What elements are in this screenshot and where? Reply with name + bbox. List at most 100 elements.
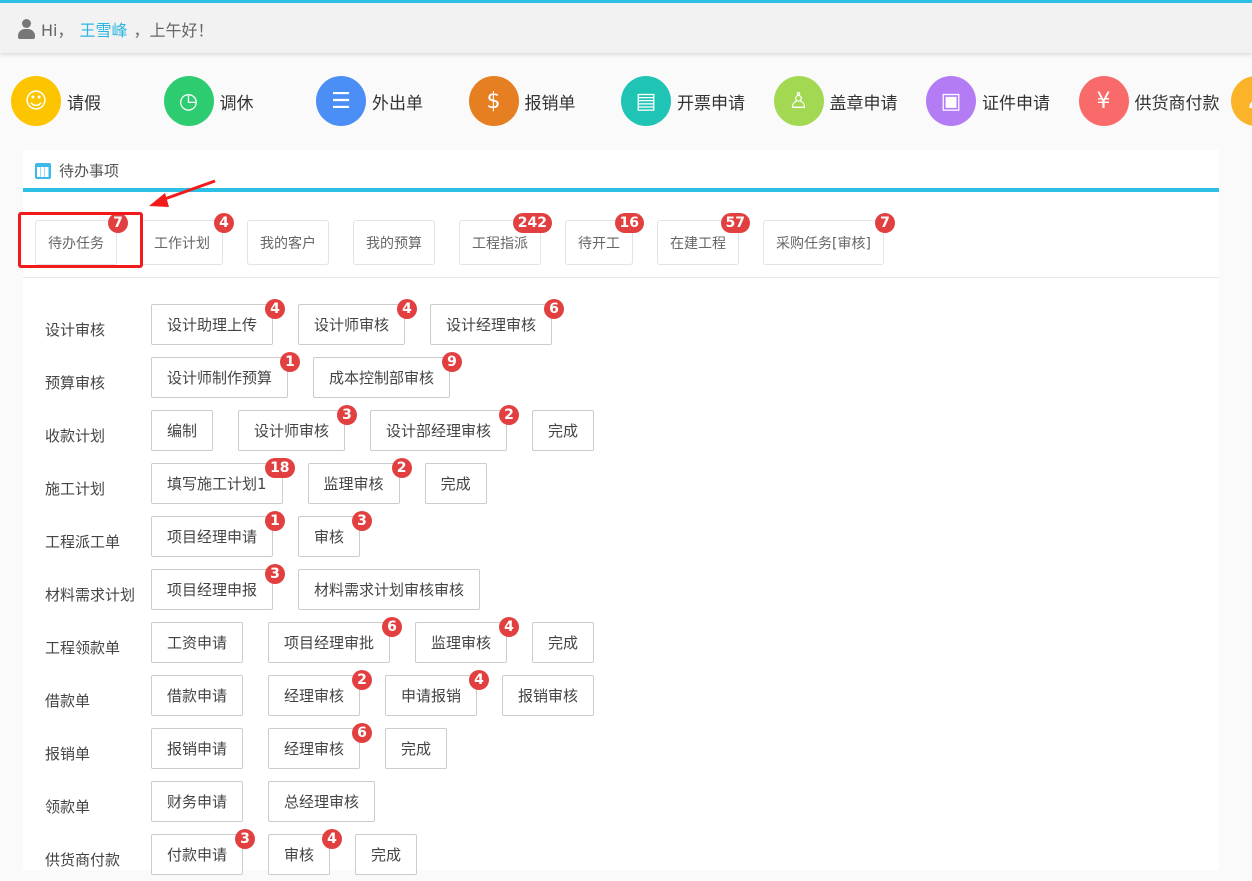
greeting-prefix: Hi， (41, 21, 74, 40)
button-label: 项目经理审批 (284, 634, 375, 652)
yen-check-icon: ¥ (1078, 76, 1129, 126)
workflow-step-button[interactable]: 完成 (385, 728, 448, 769)
annotation-arrow-icon (149, 179, 216, 207)
count-badge: 9 (442, 352, 463, 372)
quick-link-3[interactable]: ☰外出单 (316, 76, 469, 126)
button-label: 完成 (548, 422, 579, 440)
count-badge: 4 (469, 670, 490, 690)
quick-link-4[interactable]: $报销单 (468, 76, 622, 126)
count-badge: 18 (265, 458, 295, 478)
workflow-row: 领款单财务申请总经理审核 (45, 775, 594, 828)
user-name[interactable]: 王雪峰 (79, 21, 128, 40)
quick-link-9[interactable]: ♟ (1231, 76, 1252, 126)
workflow-step-button[interactable]: 借款申请 (151, 675, 244, 716)
row-label: 工程派工单 (45, 533, 121, 551)
row-label: 供货商付款 (45, 851, 121, 869)
row-label: 报销单 (45, 745, 91, 763)
workflow-step-button[interactable]: 完成 (424, 463, 487, 504)
workflow-step-button[interactable]: 报销审核 (502, 675, 595, 716)
workflow-step-button[interactable]: 总经理审核 (268, 781, 376, 822)
greeting-suffix: ，上午好！ (133, 21, 214, 40)
quick-link-5[interactable]: ▤开票申请 (621, 76, 774, 126)
button-label: 完成 (440, 475, 471, 493)
count-badge: 4 (397, 299, 418, 319)
count-badge: 1 (265, 511, 286, 531)
count-badge: 3 (235, 829, 256, 849)
quick-link-7[interactable]: ▣证件申请 (926, 76, 1079, 126)
button-label: 设计师制作预算 (167, 369, 273, 387)
workflow-step-button[interactable]: 报销申请 (151, 728, 244, 769)
count-badge: 6 (352, 723, 373, 743)
more-icon: ♟ (1231, 76, 1252, 126)
workflow-step-button[interactable]: 完成 (532, 410, 595, 451)
tab-4[interactable]: 我的预算 (353, 220, 435, 265)
quick-link-label: 开票申请 (677, 93, 745, 114)
workflow-step-button[interactable]: 监理审核 4 (415, 617, 520, 663)
leave-icon: ☺ (11, 76, 61, 126)
calendar-icon (35, 162, 51, 179)
button-label: 完成 (548, 634, 579, 652)
button-label: 经理审核 (284, 740, 345, 758)
workflow-step-button[interactable]: 工资申请 (151, 622, 244, 663)
tab-label: 我的预算 (366, 235, 422, 252)
count-badge: 4 (499, 617, 520, 637)
workflow-step-button[interactable]: 编制 (151, 410, 214, 451)
count-badge: 242 (512, 213, 552, 233)
workflow-step-button[interactable]: 财务申请 (151, 781, 244, 822)
button-label: 材料需求计划审核审核 (314, 581, 465, 599)
button-label: 报销审核 (518, 687, 579, 705)
button-label: 审核 (314, 528, 345, 546)
quick-link-6[interactable]: ♙盖章申请 (773, 76, 927, 126)
greeting: Hi， 王雪峰 ，上午好！ (18, 17, 214, 41)
workflow-step-button[interactable]: 完成 (355, 834, 418, 875)
quick-link-1[interactable]: ☺请假 (11, 76, 164, 126)
tab-3[interactable]: 我的客户 (247, 220, 329, 265)
count-badge: 7 (108, 213, 128, 233)
workflow-step-button[interactable]: 经理审核 6 (268, 723, 373, 769)
workflow-step-button[interactable]: 材料需求计划审核审核 (298, 569, 481, 610)
button-label: 设计师审核 (254, 422, 330, 440)
count-badge: 16 (614, 213, 644, 233)
button-label: 填写施工计划1 (167, 475, 267, 493)
quick-link-2[interactable]: ◷调休 (163, 76, 317, 126)
count-badge: 4 (322, 829, 343, 849)
tab-label: 工作计划 (154, 235, 210, 252)
button-label: 监理审核 (431, 634, 492, 652)
workflow-step-button[interactable]: 完成 (532, 622, 595, 663)
row-label: 工程领款单 (45, 639, 121, 657)
tab-8[interactable]: 采购任务[审核]7 (763, 213, 895, 265)
quick-link-8[interactable]: ¥供货商付款 (1078, 76, 1232, 126)
count-badge: 6 (544, 299, 565, 319)
